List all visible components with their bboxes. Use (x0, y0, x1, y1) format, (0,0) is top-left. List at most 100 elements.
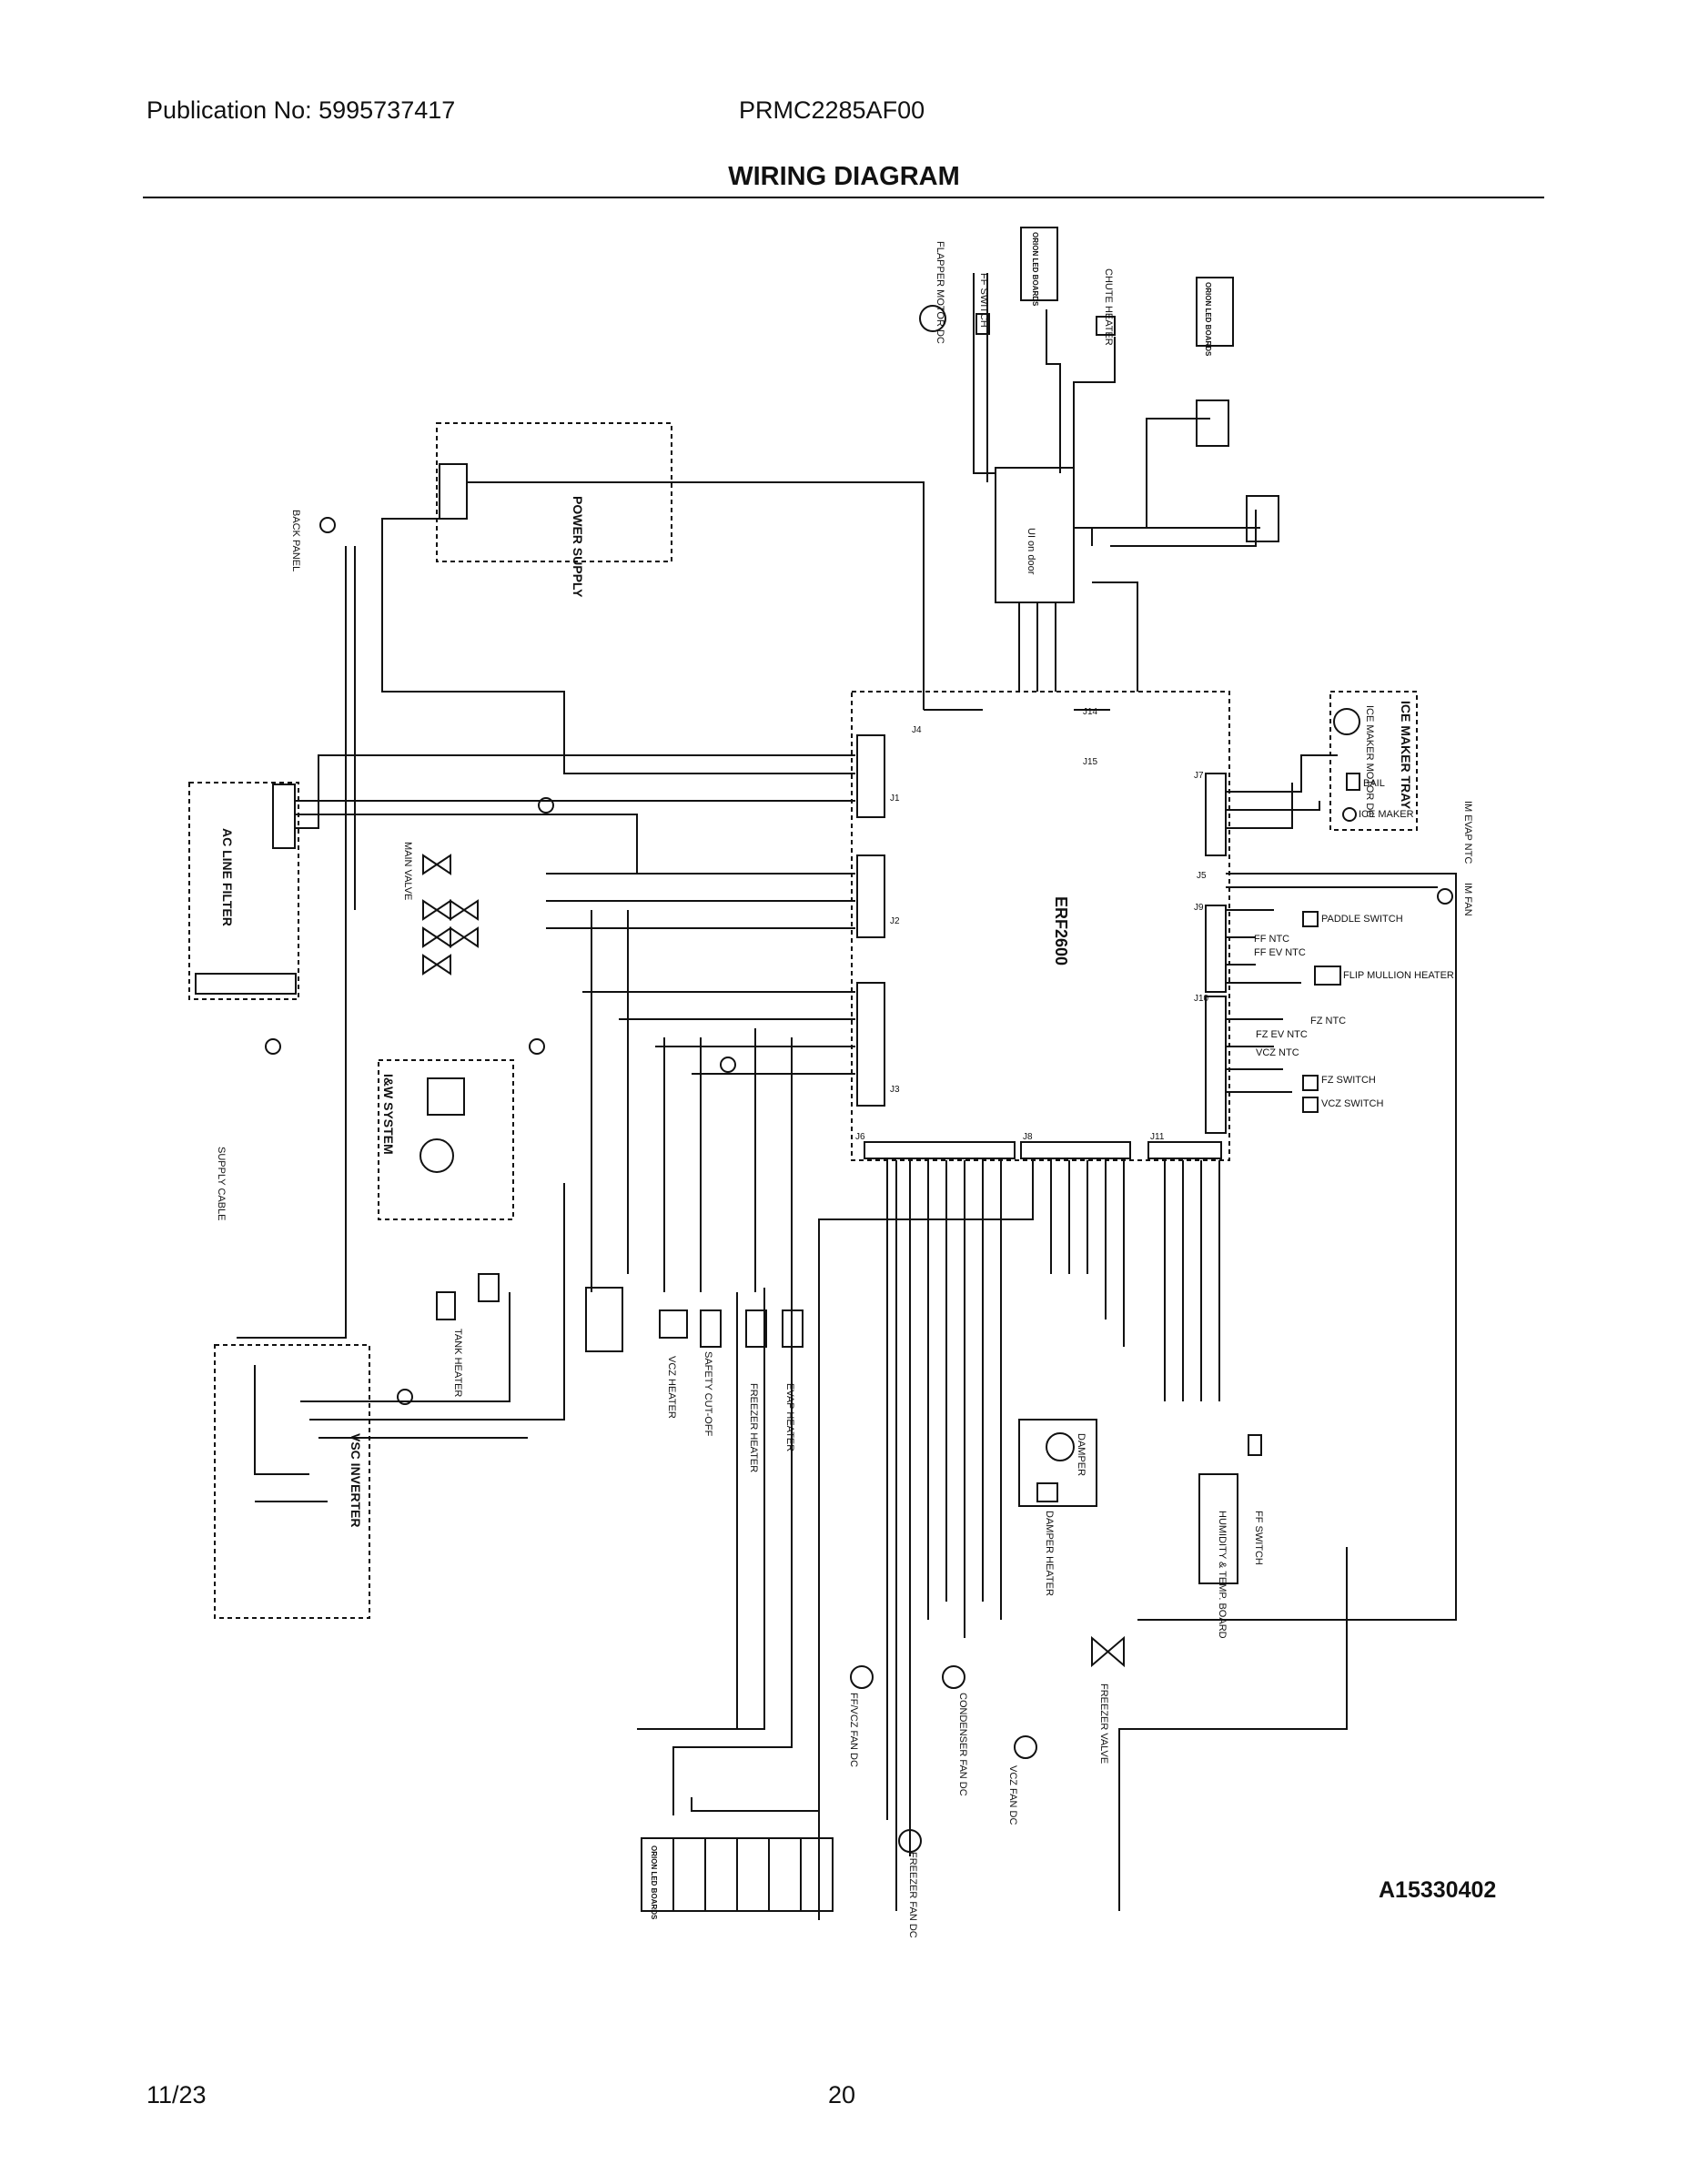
j10-connector (1205, 996, 1227, 1134)
supply-cable-label: SUPPLY CABLE (216, 1147, 227, 1221)
ff-ev-ntc-label: FF EV NTC (1254, 947, 1306, 958)
damper-heater-label: DAMPER HEATER (1044, 1511, 1055, 1596)
condenser-fan-label: CONDENSER FAN DC (957, 1693, 968, 1796)
ac-filter-box (188, 782, 299, 1000)
damper-motor (1046, 1432, 1075, 1461)
connector-label-j9: J9 (1194, 903, 1204, 913)
bail-label: BAIL (1363, 778, 1385, 789)
connector-label-j7: J7 (1194, 771, 1204, 781)
fz-ntc-label: FZ NTC (1310, 1016, 1346, 1026)
ui-board-box (995, 467, 1075, 603)
main-valve (422, 854, 451, 875)
vsc-inverter-box (214, 1344, 370, 1619)
led-board-label-top: ORION LED BOARDS (1031, 232, 1039, 307)
fz-switch-label: FZ SWITCH (1321, 1075, 1376, 1086)
vcz-switch-label: VCZ SWITCH (1321, 1098, 1383, 1109)
j9-connector (856, 982, 885, 1107)
j6-bottom-connector (864, 1141, 1016, 1159)
flip-mullion-heater-label: FLIP MULLION HEATER (1343, 970, 1454, 981)
connector-label-j11: J11 (1150, 1132, 1165, 1142)
paddle-switch-label: PADDLE SWITCH (1321, 914, 1403, 925)
footer-date: 11/23 (147, 2081, 207, 2108)
main-board-label: ERF2600 (1052, 896, 1070, 966)
vcz-ntc-label: VCZ NTC (1256, 1047, 1299, 1058)
im-fan-label: IM FAN (1462, 883, 1473, 916)
page-number: 20 (828, 2081, 856, 2108)
freezer-heater-label: FREEZER HEATER (748, 1383, 759, 1472)
iw-system-box (378, 1059, 514, 1220)
j1-ac-connector (195, 973, 297, 995)
connector-label-j1: J1 (890, 794, 900, 804)
im-evap-ntc-label: IM EVAP NTC (1462, 801, 1473, 864)
connector-label-j8: J8 (1023, 1132, 1033, 1142)
j8-bottom-connector (1020, 1141, 1131, 1159)
dispenser-heater (478, 1273, 500, 1302)
led-board-top (1020, 227, 1058, 301)
humidity-board-label: HUMIDITY & TEMP. BOARD (1217, 1511, 1228, 1639)
vsc-inverter-label: VSC INVERTER (349, 1433, 363, 1527)
freezer-valve (1091, 1635, 1125, 1668)
freezer-safety (745, 1309, 767, 1348)
ff-vcz-fan (850, 1665, 874, 1689)
j3-connector (439, 463, 468, 520)
main-board-box (851, 691, 1230, 1161)
j1-connector (856, 734, 885, 818)
safety-cutoff-label: SAFETY CUT-OFF (702, 1351, 713, 1437)
ice-maker-sensor (1342, 807, 1357, 822)
flip-mullion-heater (1314, 966, 1341, 986)
evap-heater-label: EVAP HEATER (784, 1383, 795, 1451)
vcz-safety (700, 1309, 722, 1348)
ff-switch-bottom (1248, 1434, 1262, 1456)
ac-filter-label: AC LINE FILTER (220, 828, 235, 926)
tank-heater (436, 1291, 456, 1320)
ice-maker-tray-label: ICE MAKER TRAY (1399, 701, 1413, 810)
publication-number: Publication No: 5995737417 (147, 96, 456, 124)
power-supply-label: POWER SUPPLY (571, 496, 585, 598)
back-panel-label: BACK PANEL (290, 510, 301, 571)
vcz-fan-label: VCZ FAN DC (1007, 1765, 1018, 1825)
vcz-switch (1302, 1097, 1319, 1113)
chute-heater (1096, 316, 1116, 336)
back-panel-ground-2 (538, 797, 554, 814)
led-board-right (1196, 277, 1234, 347)
flapper-motor-label: FLAPPER MOTOR DC (935, 241, 945, 344)
led-board-label-bottom: ORION LED BOARDS (650, 1845, 658, 1920)
fz-heater (659, 1309, 688, 1339)
condenser-fan (942, 1665, 965, 1689)
back-panel-ground-4 (529, 1038, 545, 1055)
back-panel-ground-1 (319, 517, 336, 533)
bail-switch (1346, 773, 1360, 791)
damper-heater (1036, 1482, 1058, 1502)
back-panel-ground-3 (265, 1038, 281, 1055)
ff-switch-bottom-label: FF SWITCH (1253, 1511, 1264, 1565)
ice-maker-tray-box (1329, 691, 1418, 831)
fz-switch (1302, 1075, 1319, 1091)
fz-ev-ntc-label: FZ EV NTC (1256, 1029, 1308, 1040)
title-rule (143, 197, 1544, 198)
connector-label-j6: J6 (855, 1132, 865, 1142)
evap-heater-block (585, 1287, 623, 1352)
j11-bottom-connector (1147, 1141, 1222, 1159)
tank-heater-label: TANK HEATER (452, 1329, 463, 1397)
im-fan (1437, 888, 1453, 905)
iw-system-label: I&W SYSTEM (381, 1074, 396, 1155)
chute-heater-label: CHUTE HEATER (1103, 268, 1114, 346)
diagram-code: A15330402 (1379, 1877, 1497, 1903)
back-panel-ground-5 (720, 1057, 736, 1073)
freezer-heater (782, 1309, 804, 1348)
damper-label: DAMPER (1076, 1433, 1087, 1476)
model-number: PRMC2285AF00 (739, 96, 925, 124)
vcz-heater-label: VCZ HEATER (666, 1356, 677, 1419)
ff-switch-top-label: FF SWITCH (978, 273, 989, 328)
j7-connector (1205, 773, 1227, 856)
connector-right (1246, 495, 1279, 542)
iw-solenoid (427, 1077, 465, 1116)
connector-label-j2: J2 (890, 916, 900, 926)
connector-label-j15: J15 (1083, 757, 1098, 767)
j5-ac-connector (272, 784, 296, 849)
ff-switch-top (975, 313, 990, 335)
connector-label-j14: J14 (1083, 707, 1098, 717)
ice-maker-label: ICE MAKER (1359, 809, 1414, 820)
power-supply-box (436, 422, 672, 562)
